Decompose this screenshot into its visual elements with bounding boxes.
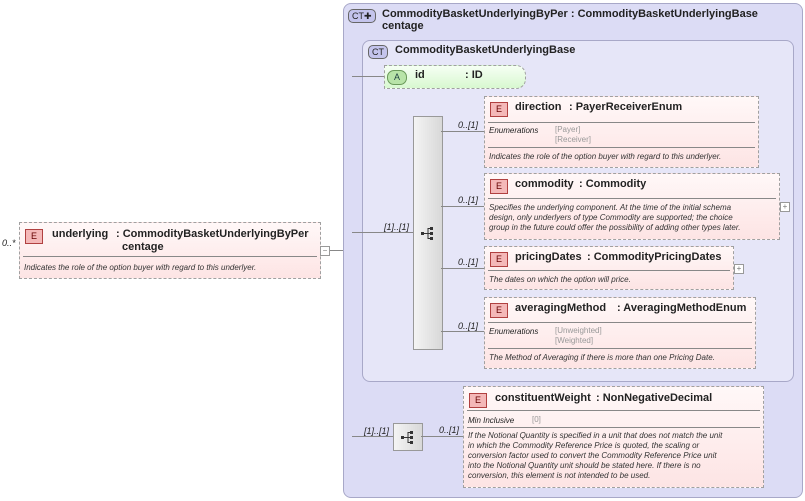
commodity-doc: design, only underlyers of type Commodit… (489, 213, 733, 222)
attribute-id[interactable]: A id : ID (384, 65, 526, 89)
averagingMethod-name: averagingMethod (515, 302, 607, 314)
direction-element[interactable]: E direction : PayerReceiverEnum Enumerat… (484, 96, 759, 168)
attribute-badge-icon: A (387, 70, 407, 85)
constituentWeight-type: : NonNegativeDecimal (596, 392, 713, 404)
averagingMethod-element[interactable]: E averagingMethod : AveragingMethodEnum … (484, 297, 756, 369)
commodity-doc: group in the future could offer the poss… (489, 223, 741, 232)
element-badge-icon: E (25, 229, 43, 244)
attribute-type: : ID (465, 69, 483, 81)
commodity-doc: Specifies the underlying component. At t… (489, 203, 732, 212)
commodity-name: commodity (515, 178, 574, 190)
direction-multiplicity: 0..[1] (458, 120, 479, 130)
pricingDates-multiplicity: 0..[1] (458, 257, 479, 267)
min-inclusive-label: Min Inclusive (468, 416, 515, 425)
direction-doc: Indicates the role of the option buyer w… (489, 152, 722, 161)
averagingMethod-multiplicity: 0..[1] (458, 321, 479, 331)
constituentWeight-name: constituentWeight (495, 392, 591, 404)
enumerations-label: Enumerations (489, 327, 539, 336)
enum-value: [Weighted] (555, 336, 594, 345)
element-type-line1: : CommodityBasketUnderlyingByPer (116, 228, 309, 240)
element-badge-icon: E (490, 179, 508, 194)
plus-box-icon[interactable]: + (734, 264, 744, 274)
commodity-type: : Commodity (579, 178, 647, 190)
constituentWeight-multiplicity: 0..[1] (439, 425, 460, 435)
min-inclusive-value: [0] (532, 415, 541, 424)
pricingDates-name: pricingDates (515, 251, 582, 263)
averagingMethod-type: : AveragingMethodEnum (617, 302, 747, 314)
enum-value: [Payer] (555, 125, 581, 134)
constituentWeight-doc: into the Notional Quantity unit should b… (468, 461, 701, 470)
attribute-name: id (415, 69, 425, 81)
pricingDates-type: : CommodityPricingDates (587, 251, 722, 263)
element-badge-icon: E (490, 102, 508, 117)
element-badge-icon: E (490, 303, 508, 318)
commodity-element[interactable]: E commodity : Commodity Specifies the un… (484, 173, 780, 240)
element-type-line2: centage (122, 241, 164, 253)
direction-name: direction (515, 101, 562, 113)
enum-value: [Unweighted] (555, 326, 602, 335)
sequence-compositor-icon (421, 227, 433, 240)
sequence1-multiplicity: [1]..[1] (384, 222, 410, 232)
root-multiplicity: 0..* (2, 238, 16, 248)
sequence-compositor-2[interactable] (393, 423, 423, 451)
plus-box-icon[interactable]: + (780, 202, 790, 212)
commodity-multiplicity: 0..[1] (458, 195, 479, 205)
element-badge-icon: E (490, 252, 508, 267)
element-name: underlying (52, 228, 109, 240)
sequence2-multiplicity: [1]..[1] (364, 426, 390, 436)
direction-type: : PayerReceiverEnum (569, 101, 683, 113)
enumerations-label: Enumerations (489, 126, 539, 135)
constituentWeight-doc: If the Notional Quantity is specified in… (468, 431, 723, 440)
underlying-element[interactable]: E underlying : CommodityBasketUnderlying… (19, 222, 321, 279)
enum-value: [Receiver] (555, 135, 592, 144)
constituentWeight-doc: conversion factor used to convert the Co… (468, 451, 717, 460)
sequence-compositor-icon (401, 431, 413, 444)
pricingDates-element[interactable]: E pricingDates : CommodityPricingDates T… (484, 246, 734, 290)
pricingDates-doc: The dates on which the option will price… (489, 275, 631, 284)
inner-ct-title: CommodityBasketUnderlyingBase (395, 44, 576, 56)
complex-type-badge-icon: CT (368, 45, 388, 59)
element-doc: Indicates the role of the option buyer w… (24, 263, 257, 272)
minus-box-icon[interactable]: − (320, 246, 330, 256)
constituentWeight-doc: in which the Commodity Reference Price i… (468, 441, 700, 450)
averagingMethod-doc: The Method of Averaging if there is more… (489, 353, 715, 362)
complex-type-badge-icon: CT✚ (348, 9, 376, 23)
outer-ct-title-line1: CommodityBasketUnderlyingByPer : Commodi… (382, 8, 758, 20)
element-badge-icon: E (469, 393, 487, 408)
constituentWeight-element[interactable]: E constituentWeight : NonNegativeDecimal… (463, 386, 764, 488)
constituentWeight-doc: conversion, this element is not intended… (468, 471, 651, 480)
sequence-compositor-1[interactable] (413, 116, 443, 350)
outer-ct-title-line2: centage (382, 20, 424, 32)
